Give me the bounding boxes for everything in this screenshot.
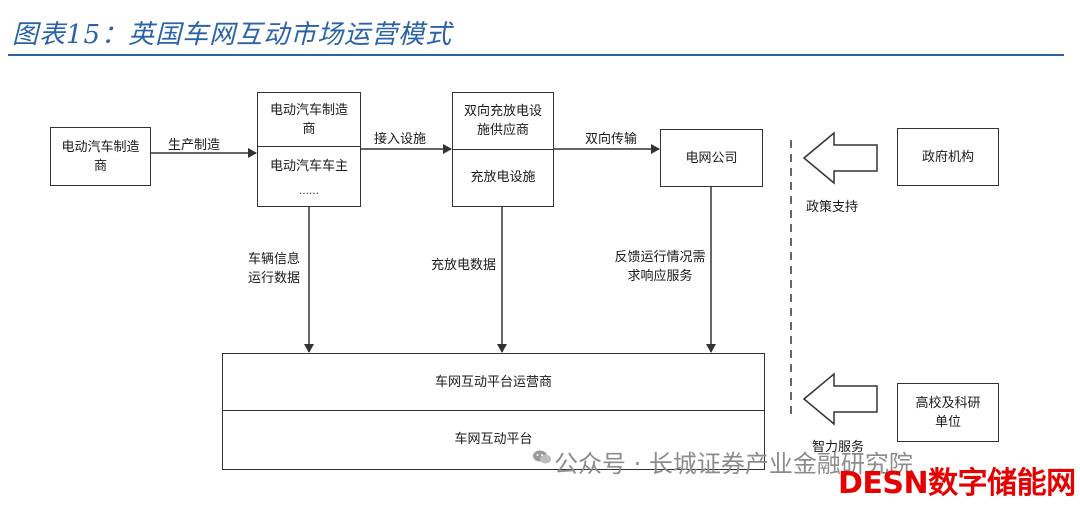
desn-logo: DESN数字储能网 [838,458,1076,502]
node-ev-owner: 电动汽车车主 [258,147,360,183]
node-ev-group: 电动汽车制造商 电动汽车车主 …… [257,92,361,207]
edge-charge-data-label: 充放电数据 [431,258,497,273]
node-bi-supplier-label: 双向充放电设施供应商 [463,104,542,138]
edge-policy-label: 政策支持 [806,200,859,215]
title-rule [8,54,1064,56]
edge-bidirectional-label: 双向传输 [585,132,638,147]
edge-intellect-label: 智力服务 [812,440,865,455]
node-bi-supplier: 双向充放电设施供应商 [453,93,553,150]
hollow-arrow-intellect [802,372,878,426]
node-grid-company-label: 电网公司 [685,150,738,166]
node-ev-maker: 电动汽车制造商 [258,93,360,147]
node-government-label: 政府机构 [921,149,974,165]
edge-production-label: 生产制造 [168,138,221,153]
node-government: 政府机构 [897,128,999,186]
node-grid-company: 电网公司 [660,129,763,187]
edge-vehicle-info-label: 车辆信息运行数据 [247,252,300,286]
edge-access-label: 接入设施 [374,132,427,147]
node-charging-group: 双向充放电设施供应商 充放电设施 [452,92,554,207]
node-platform: 车网互动平台 [223,411,764,468]
node-ev-maker-label: 电动汽车制造商 [269,102,348,137]
watermark-text: 公众号 · 长城证券产业金融研究院 [554,450,913,478]
node-platform-operator-label: 车网互动平台运营商 [434,374,552,390]
logo-cjk: 数字储能网 [928,466,1076,501]
node-ev-more-label: …… [299,186,319,197]
node-platform-group: 车网互动平台运营商 车网互动平台 [222,353,765,470]
node-manufacturer-label: 电动汽车制造商 [61,139,140,174]
figure-title: 图表15：英国车网互动市场运营模式 [12,20,453,50]
node-charging-facility-label: 充放电设施 [470,170,536,185]
edge-feedback-label: 反馈运行情况需求响应服务 [614,250,706,284]
node-university-label: 高校及科研单位 [915,395,981,430]
node-platform-label: 车网互动平台 [454,432,533,447]
node-university: 高校及科研单位 [897,383,999,442]
hollow-arrow-policy [802,131,878,185]
wechat-icon [533,450,551,464]
node-charging-facility: 充放电设施 [453,150,553,205]
logo-latin: DESN [838,466,929,501]
node-ev-owner-label: 电动汽车车主 [269,158,348,174]
node-manufacturer: 电动汽车制造商 [50,127,151,186]
node-platform-operator: 车网互动平台运营商 [223,354,764,411]
node-ev-more: …… [258,183,360,201]
